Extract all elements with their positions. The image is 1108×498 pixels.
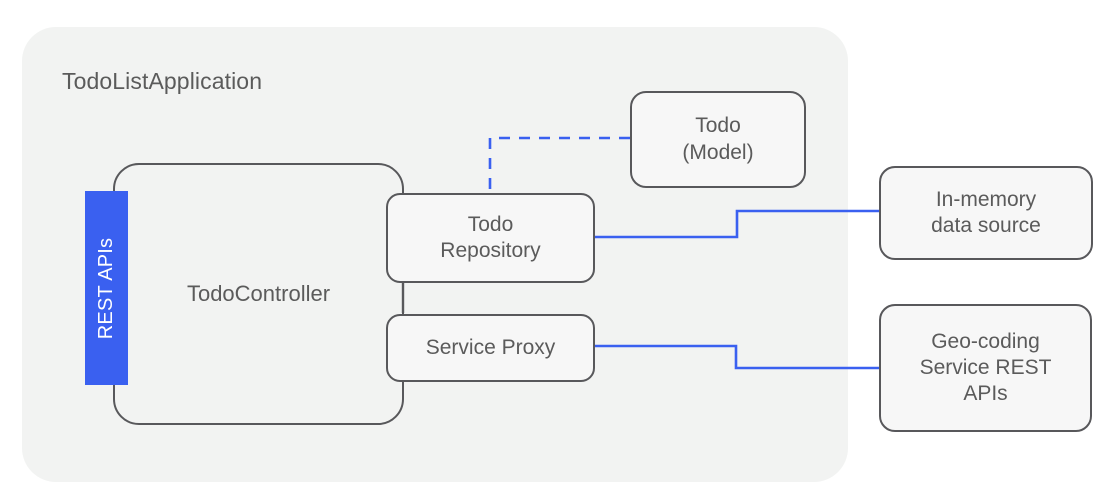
application-title: TodoListApplication [62,68,263,94]
node-todo-repository[interactable]: Todo Repository [386,193,595,283]
node-todo-model[interactable]: Todo (Model) [630,91,806,188]
node-todo-controller[interactable]: TodoController [113,163,404,425]
node-todo-model-label: Todo (Model) [682,114,754,164]
node-geocoding-service[interactable]: Geo-coding Service REST APIs [879,304,1092,432]
node-service-proxy[interactable]: Service Proxy [386,314,595,382]
rest-apis-port[interactable]: REST APIs [85,191,128,385]
node-in-memory-data-source-label: In-memory data source [931,187,1041,237]
node-service-proxy-label: Service Proxy [425,335,556,359]
rest-apis-label: REST APIs [95,237,117,339]
node-geocoding-service-label: Geo-coding Service REST APIs [919,329,1052,406]
node-todo-repository-label: Todo Repository [440,212,541,262]
node-todo-controller-label: TodoController [186,281,331,307]
node-in-memory-data-source[interactable]: In-memory data source [879,166,1093,260]
